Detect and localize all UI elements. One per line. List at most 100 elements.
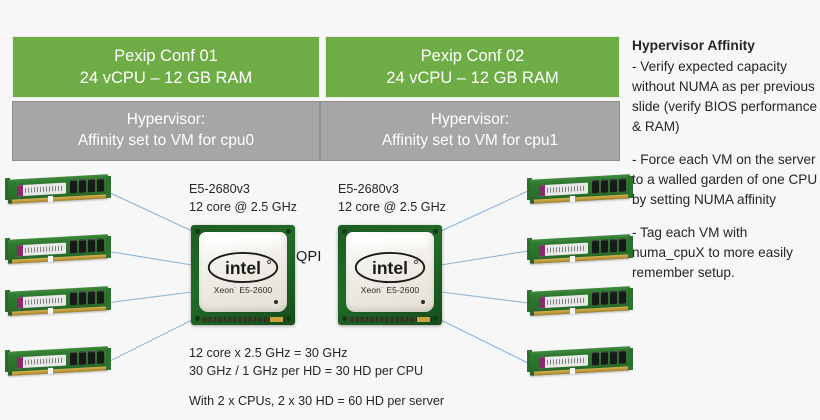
hypervisor-box-cpu1[interactable]: Hypervisor: Affinity set to VM for cpu1 <box>320 101 620 161</box>
chip-sheen <box>205 235 281 251</box>
hypervisor-box-cpu0[interactable]: Hypervisor: Affinity set to VM for cpu0 <box>12 101 320 161</box>
ram-vendor-label <box>17 242 66 257</box>
chip-pad-strip <box>201 317 285 322</box>
cpu1-chip: intel Xeon˙ E5-2600 <box>338 225 442 325</box>
link-right-ram-1 <box>440 190 529 232</box>
cpu0-chip: intel Xeon˙ E5-2600 <box>191 225 295 325</box>
ram-vendor-label <box>17 182 66 197</box>
ram-tab-right <box>106 175 111 199</box>
vm-box-conf-02[interactable]: Pexip Conf 02 24 vCPU – 12 GB RAM <box>325 36 620 98</box>
link-right-ram-3 <box>440 291 529 304</box>
chip-corner-notch <box>195 316 200 321</box>
cpu1-die-marking: Xeon˙ E5-2600 <box>360 285 420 295</box>
chip-corner-notch <box>342 316 347 321</box>
cpu1-label: E5-2680v3 12 core @ 2.5 GHz <box>338 181 446 217</box>
cpu1-model: E5-2680v3 <box>338 182 399 196</box>
notes-panel: Hypervisor Affinity - Verify expected ca… <box>632 36 818 283</box>
link-left-ram-1 <box>105 190 193 232</box>
vm-box-conf-01-resources: 24 vCPU – 12 GB RAM <box>79 69 253 87</box>
ram-tab-right <box>106 347 111 371</box>
calc-line-1: 12 core x 2.5 GHz = 30 GHz <box>189 346 348 360</box>
ram-label-text <box>547 245 586 253</box>
ram-label-text <box>547 297 586 305</box>
chip-corner-notch <box>342 229 347 234</box>
ram-label-accent <box>17 244 23 257</box>
ram-key-notch <box>570 367 575 375</box>
ram-vendor-label <box>539 354 588 369</box>
ram-chips <box>592 350 626 366</box>
calc-line-3: With 2 x CPUs, 2 x 30 HD = 60 HD per ser… <box>189 393 445 408</box>
cpu0-model: E5-2680v3 <box>189 182 250 196</box>
link-left-ram-4 <box>105 319 193 364</box>
ram-label-accent <box>539 296 545 309</box>
ram-tab-right <box>628 287 633 311</box>
chip-corner-notch <box>433 229 438 234</box>
notes-spacer <box>632 210 818 223</box>
ram-key-notch <box>570 195 575 203</box>
ram-chips <box>592 178 626 194</box>
ram-key-notch <box>570 255 575 263</box>
ram-label-text <box>547 357 586 365</box>
ram-key-notch <box>48 307 53 315</box>
ram-key-notch <box>570 307 575 315</box>
ram-chips <box>70 290 104 306</box>
capacity-calculation: 12 core x 2.5 GHz = 30 GHz 30 GHz / 1 GH… <box>189 344 444 410</box>
ram-vendor-label <box>539 182 588 197</box>
ram-label-text <box>25 357 64 365</box>
intel-logo-icon: intel <box>354 251 426 284</box>
hypervisor-box-cpu1-affinity: Affinity set to VM for cpu1 <box>381 132 559 149</box>
chip-heat-spreader: intel Xeon˙ E5-2600 <box>346 232 434 312</box>
ram-module-right-4 <box>527 346 633 379</box>
link-right-ram-4 <box>440 319 529 364</box>
ram-vendor-label <box>539 242 588 257</box>
ram-key-notch <box>48 195 53 203</box>
notes-spacer <box>632 137 818 150</box>
vm-box-conf-01[interactable]: Pexip Conf 01 24 vCPU – 12 GB RAM <box>12 36 320 98</box>
ram-label-accent <box>539 184 545 197</box>
ram-label-text <box>25 185 64 193</box>
vm-box-conf-02-name: Pexip Conf 02 <box>420 46 525 65</box>
intel-logo-icon: intel <box>207 251 279 284</box>
cpu0-spec: 12 core @ 2.5 GHz <box>189 199 297 214</box>
svg-text:intel: intel <box>372 258 408 278</box>
calc-spacer <box>189 381 444 392</box>
chip-gold-tab <box>417 317 430 322</box>
ram-chips <box>70 238 104 254</box>
cpu1-spec: 12 core @ 2.5 GHz <box>338 199 446 214</box>
notes-paragraph-1: - Verify expected capacity without NUMA … <box>632 59 818 135</box>
hypervisor-box-cpu1-title: Hypervisor: <box>430 111 510 129</box>
ram-chips <box>592 290 626 306</box>
chip-orientation-dot <box>421 300 425 304</box>
ram-label-accent <box>17 184 23 197</box>
vm-box-conf-01-name: Pexip Conf 01 <box>114 46 218 65</box>
chip-corner-notch <box>433 316 438 321</box>
notes-paragraph-3: - Tag each VM with numa_cpuX to more eas… <box>632 225 793 280</box>
ram-tab-right <box>628 347 633 371</box>
ram-label-text <box>25 297 64 305</box>
ram-vendor-label <box>17 294 66 309</box>
chip-orientation-dot <box>274 300 278 304</box>
ram-chips <box>592 238 626 254</box>
calc-line-2: 30 GHz / 1 GHz per HD = 30 HD per CPU <box>189 364 424 379</box>
ram-vendor-label <box>539 294 588 309</box>
ram-label-accent <box>539 356 545 369</box>
ram-chips <box>70 178 104 194</box>
ram-module-right-1 <box>527 174 633 207</box>
chip-pad-strip <box>348 317 432 322</box>
chip-heat-spreader: intel Xeon˙ E5-2600 <box>199 232 287 312</box>
notes-paragraph-2: - Force each VM on the server to a walle… <box>632 152 818 208</box>
vm-box-conf-02-resources: 24 vCPU – 12 GB RAM <box>386 69 559 87</box>
ram-label-accent <box>17 356 23 369</box>
ram-label-accent <box>539 244 545 257</box>
ram-module-right-2 <box>527 234 633 267</box>
chip-corner-notch <box>195 229 200 234</box>
ram-module-left-2 <box>5 234 111 267</box>
ram-module-left-1 <box>5 174 111 207</box>
ram-tab-right <box>106 235 111 259</box>
ram-chips <box>70 350 104 366</box>
chip-corner-notch <box>286 229 291 234</box>
chip-gold-tab <box>270 317 283 322</box>
hypervisor-box-cpu0-affinity: Affinity set to VM for cpu0 <box>77 132 255 149</box>
ram-label-text <box>547 185 586 193</box>
